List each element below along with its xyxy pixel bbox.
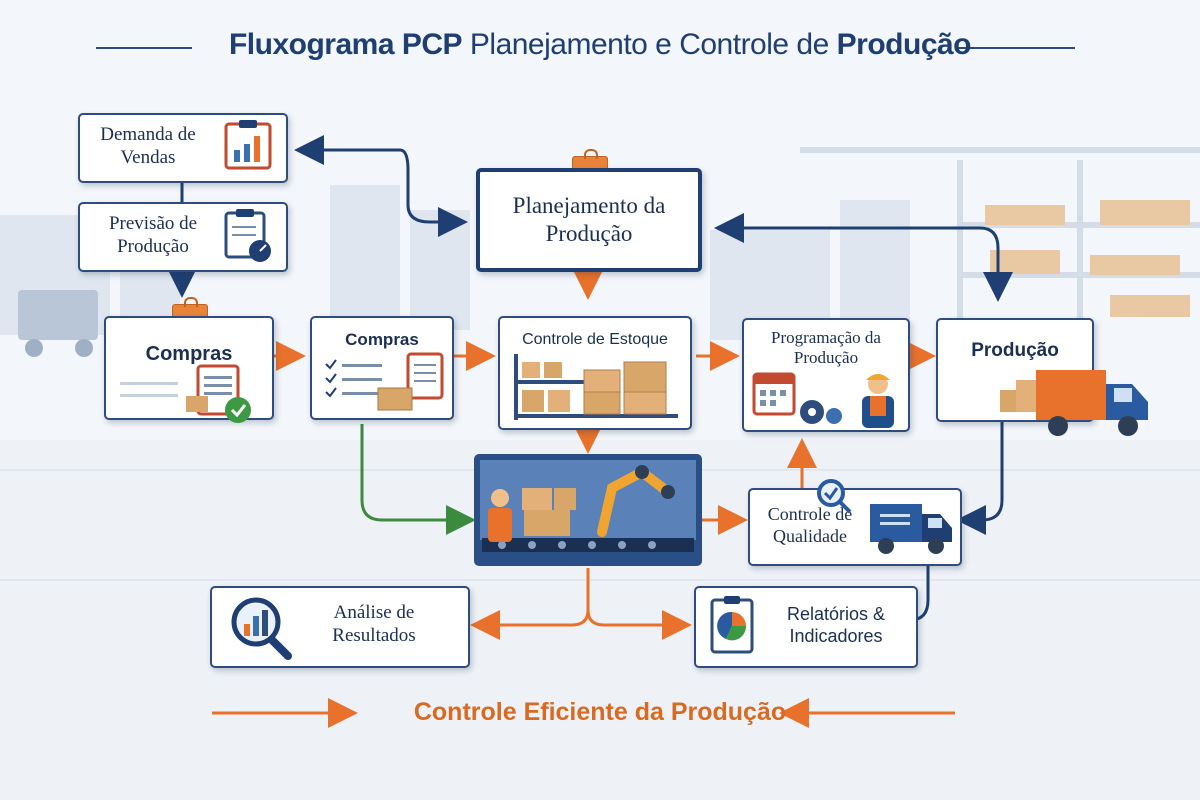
checklist-approved-icon (186, 364, 251, 423)
node-compras-primary[interactable]: Compras (104, 316, 274, 423)
node-compras-label: Compras (145, 343, 233, 365)
node-previsao-label: Previsão de Produção (108, 213, 198, 257)
node-demanda-label: Demanda de Vendas (100, 124, 196, 168)
title-bold-end: Produção (836, 28, 972, 61)
title-rule-right (955, 47, 1075, 49)
arrow-compras-linha (360, 424, 476, 535)
title-bold: Fluxograma PCP (228, 28, 463, 61)
magnifier-check-icon (817, 479, 852, 514)
node-planejamento-label: Planejamento da Produção (512, 193, 666, 246)
clipboard-gauge-icon (224, 209, 271, 262)
arrow-demanda-planejamento (399, 148, 468, 237)
arrow-linha-relatorios (586, 609, 692, 640)
footer-tagline: Controle Eficiente da Produção (413, 698, 787, 726)
node-estoque-label: Controle de Estoque (522, 331, 668, 348)
node-analise-de-resultados[interactable]: Análise de Resultados (210, 586, 470, 668)
node-compras-2-label: Compras (345, 330, 419, 349)
clipboard-chart-icon (224, 120, 272, 170)
node-programacao-label: Programação da Produção (771, 328, 881, 368)
arrow-linha-analise (470, 568, 590, 640)
node-compras-secondary[interactable]: Compras (310, 316, 454, 420)
arrow-to-producao (979, 226, 1013, 302)
decorative-lines (120, 382, 178, 385)
magnifier-chart-icon (231, 597, 292, 660)
node-planejamento-da-producao[interactable]: Planejamento da Produção (476, 168, 702, 272)
node-previsao-de-producao[interactable]: Previsão de Produção (78, 202, 288, 272)
node-programacao-da-producao[interactable]: Programação da Produção (742, 318, 910, 432)
node-controle-de-estoque[interactable]: Controle de Estoque (498, 316, 692, 430)
decorative-lines (120, 394, 178, 397)
node-analise-label: Análise de Resultados (332, 602, 416, 646)
node-relatorios-label: Relatórios & Indicadores (786, 604, 886, 646)
title-normal: Planejamento e Controle de (469, 28, 829, 61)
node-relatorios-e-indicadores[interactable]: Relatórios & Indicadores (694, 586, 918, 668)
node-demanda-de-vendas[interactable]: Demanda de Vendas (78, 113, 288, 183)
calendar-gears-worker-icon (752, 372, 894, 428)
delivery-truck-icon (1000, 370, 1148, 436)
production-line-icon[interactable] (472, 452, 704, 568)
node-producao-label: Produção (971, 340, 1059, 361)
checklist-boxes-icon (325, 352, 444, 411)
report-pie-icon (710, 596, 754, 654)
arrow-producao-qualidade (956, 420, 1004, 535)
node-controle-de-qualidade[interactable]: Controle de Qualidade (748, 479, 962, 566)
title-rule-left (96, 47, 192, 49)
warehouse-shelf-icon (514, 354, 678, 420)
node-qualidade-label: Controle de Qualidade (767, 504, 853, 546)
page-title: Fluxograma PCP Planejamento e Controle d… (0, 28, 1200, 62)
van-icon (870, 504, 952, 554)
